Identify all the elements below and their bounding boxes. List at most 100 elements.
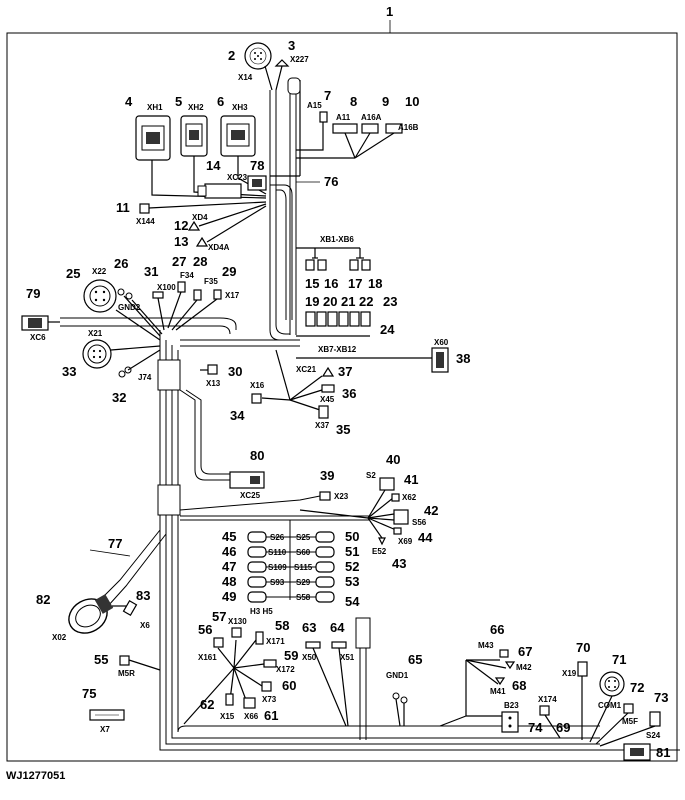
label-x02: X02 xyxy=(52,633,67,642)
callout-14: 14 xyxy=(206,158,221,173)
label-s60: S60 xyxy=(296,548,311,557)
callout-34: 34 xyxy=(230,408,245,423)
label-x69: X69 xyxy=(398,537,413,546)
connector-x161 xyxy=(213,637,224,648)
connector-a16a xyxy=(361,123,379,134)
label-f35: F35 xyxy=(204,277,218,286)
callout-58: 58 xyxy=(275,618,289,633)
callout-83: 83 xyxy=(136,588,150,603)
connector-x13 xyxy=(207,364,218,375)
connector-x171 xyxy=(255,631,264,645)
label-xb1-xb6: XB1-XB6 xyxy=(320,235,354,244)
label-xd4a: XD4A xyxy=(208,243,230,252)
connector-x62 xyxy=(391,493,400,502)
connector-x17 xyxy=(213,289,222,300)
callout-7: 7 xyxy=(324,88,331,103)
callout-24: 24 xyxy=(380,322,395,337)
connector-x37 xyxy=(318,405,329,419)
callout-28: 28 xyxy=(193,254,207,269)
callout-52: 52 xyxy=(345,559,359,574)
label-xc6: XC6 xyxy=(30,333,46,342)
label-x6: X6 xyxy=(140,621,150,630)
callout-10: 10 xyxy=(405,94,419,109)
label-x45: X45 xyxy=(320,395,335,404)
label-x50: X50 xyxy=(302,653,317,662)
label-x227: X227 xyxy=(290,55,309,64)
connector-x66 xyxy=(243,697,256,709)
label-x51: X51 xyxy=(340,653,355,662)
label-com1: COM1 xyxy=(598,701,622,710)
label-x66: X66 xyxy=(244,712,259,721)
callout-55: 55 xyxy=(94,652,108,667)
connector-x23 xyxy=(319,491,331,501)
callout-33: 33 xyxy=(62,364,76,379)
callout-78: 78 xyxy=(250,158,264,173)
label-x14: X14 xyxy=(238,73,253,82)
callout-26: 26 xyxy=(114,256,128,271)
callout-48: 48 xyxy=(222,574,236,589)
callout-44: 44 xyxy=(418,530,433,545)
label-xb7-xb12: XB7-XB12 xyxy=(318,345,357,354)
connector-x21 xyxy=(82,339,112,369)
label-x23: X23 xyxy=(334,492,349,501)
callout-21: 21 xyxy=(341,294,355,309)
connector-x69 xyxy=(393,527,402,535)
label-s2: S2 xyxy=(366,471,376,480)
connector-m42 xyxy=(504,661,516,670)
callout-67: 67 xyxy=(518,644,532,659)
callout-37: 37 xyxy=(338,364,352,379)
callout-60: 60 xyxy=(282,678,296,693)
callout-32: 32 xyxy=(112,390,126,405)
label-xc21: XC21 xyxy=(296,365,317,374)
label-xc25: XC25 xyxy=(240,491,261,500)
callout-30: 30 xyxy=(228,364,242,379)
label-x37: X37 xyxy=(315,421,330,430)
connector-x227 xyxy=(274,59,290,67)
callout-29: 29 xyxy=(222,264,236,279)
label-s58: S58 xyxy=(296,593,311,602)
callout-49: 49 xyxy=(222,589,236,604)
lamp-e52 xyxy=(378,537,386,546)
label-x7: X7 xyxy=(100,725,110,734)
relay-block xyxy=(247,531,335,603)
switch-s56 xyxy=(393,509,409,525)
callout-69: 69 xyxy=(556,720,570,735)
callout-82: 82 xyxy=(36,592,50,607)
diagram-frame xyxy=(6,32,678,762)
label-x73: X73 xyxy=(262,695,277,704)
label-xc23: XC23 xyxy=(227,173,248,182)
callout-18: 18 xyxy=(368,276,382,291)
connector-a11 xyxy=(332,123,358,134)
connector-x50 xyxy=(305,641,321,649)
connector-x6 xyxy=(122,599,138,617)
callout-59: 59 xyxy=(284,648,298,663)
callout-38: 38 xyxy=(456,351,470,366)
connector-xb2 xyxy=(317,259,327,271)
callout-40: 40 xyxy=(386,452,400,467)
callout-35: 35 xyxy=(336,422,350,437)
callout-43: 43 xyxy=(392,556,406,571)
connector-x144 xyxy=(139,203,150,214)
label-e52: E52 xyxy=(372,547,387,556)
callout-64: 64 xyxy=(330,620,345,635)
callout-73: 73 xyxy=(654,690,668,705)
label-x144: X144 xyxy=(136,217,155,226)
label-h3-h5: H3 H5 xyxy=(250,607,273,616)
callout-42: 42 xyxy=(424,503,438,518)
callout-8: 8 xyxy=(350,94,357,109)
connector-xd4 xyxy=(187,220,201,231)
callout-20: 20 xyxy=(323,294,337,309)
connector-m5f xyxy=(623,703,634,714)
callout-47: 47 xyxy=(222,559,236,574)
callout-5: 5 xyxy=(175,94,182,109)
connector-xd4a xyxy=(195,236,209,247)
connector-xb3 xyxy=(349,259,359,271)
label-a16a: A16A xyxy=(361,113,382,122)
label-s93: S93 xyxy=(270,578,285,587)
callout-57: 57 xyxy=(212,609,226,624)
callout-50: 50 xyxy=(345,529,359,544)
callout-19: 19 xyxy=(305,294,319,309)
figure-id: WJ1277051 xyxy=(6,770,66,782)
label-x21: X21 xyxy=(88,329,103,338)
